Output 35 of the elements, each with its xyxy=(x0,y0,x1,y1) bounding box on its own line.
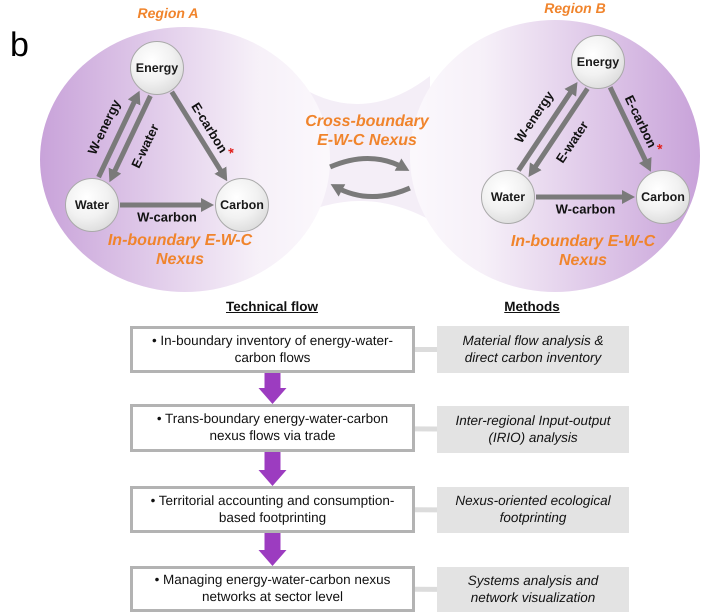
panel-letter: b xyxy=(10,28,29,62)
connector-line xyxy=(415,347,437,352)
flow-arrow xyxy=(258,373,286,404)
arrow xyxy=(96,90,140,178)
arrow xyxy=(330,184,411,200)
region-label: Region A xyxy=(138,5,198,21)
region-label: Region B xyxy=(544,0,606,16)
column-heading: Methods xyxy=(504,299,560,314)
arrow xyxy=(120,198,214,212)
arrow xyxy=(516,82,578,172)
arrow xyxy=(608,86,652,172)
nexus-label: In-boundary E-W-C Nexus xyxy=(106,231,254,270)
flow-step-box: • In-boundary inventory of energy-water-carbon flows xyxy=(130,326,415,373)
edge-label: W-carbon xyxy=(556,202,616,216)
method-box: Material flow analysis & direct carbon inventory xyxy=(437,326,629,373)
cross-boundary-label: Cross-boundary E-W-C Nexus xyxy=(304,112,430,150)
arrow xyxy=(536,190,635,204)
connector-line xyxy=(414,426,437,432)
flow-arrow xyxy=(258,452,286,486)
nexus-label: In-boundary E-W-C Nexus xyxy=(510,232,656,270)
arrow xyxy=(528,87,590,178)
method-box: Systems analysis and network visualization xyxy=(437,567,629,612)
flow-arrow xyxy=(258,533,286,566)
flow-step-box: • Trans-boundary energy-water-carbon nexus flows via trade xyxy=(130,404,415,452)
arrow xyxy=(329,156,410,172)
edge-label: W-carbon xyxy=(137,210,197,224)
connector-line xyxy=(415,507,437,512)
column-heading: Technical flow xyxy=(226,299,318,314)
arrow xyxy=(170,90,228,182)
method-box: Inter-regional Input-output (IRIO) analysis xyxy=(437,406,629,453)
arrow xyxy=(108,94,153,182)
method-box: Nexus-oriented ecological footprinting xyxy=(437,487,629,533)
connector-line xyxy=(415,586,437,592)
flow-step-box: • Managing energy-water-carbon nexus networks at sector level xyxy=(130,566,415,612)
flow-step-box: • Territorial accounting and consumption-based footprinting xyxy=(130,486,415,533)
